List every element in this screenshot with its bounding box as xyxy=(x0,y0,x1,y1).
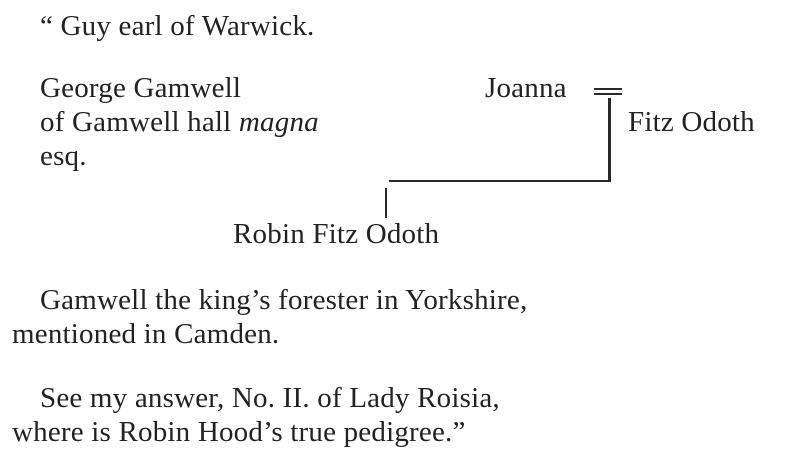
descent-line-horizontal xyxy=(389,180,609,182)
marriage-line-bottom xyxy=(594,93,622,95)
descent-line-child xyxy=(385,188,387,218)
george-line3: esq. xyxy=(40,140,87,172)
marriage-line-top xyxy=(594,88,622,90)
para2-line1: See my answer, No. II. of Lady Roisia, xyxy=(40,382,500,414)
italic-magna: magna xyxy=(238,106,319,138)
george-line1: George Gamwell xyxy=(40,72,242,104)
fitz-odoth-label: Fitz Odoth xyxy=(628,106,755,138)
robin-fitz-odoth-label: Robin Fitz Odoth xyxy=(233,218,440,250)
descent-line-vertical xyxy=(608,98,611,182)
george-line2-text: of Gamwell hall xyxy=(40,106,239,138)
para2-line2: where is Robin Hood’s true pedigree.” xyxy=(12,416,466,448)
quote-line-guy: “ Guy earl of Warwick. xyxy=(40,10,315,42)
para1-line1: Gamwell the king’s forester in Yorkshire… xyxy=(40,284,528,316)
joanna-label: Joanna xyxy=(485,72,567,104)
para1-line2: mentioned in Camden. xyxy=(12,318,280,350)
george-line2: of Gamwell hall magna xyxy=(40,106,319,139)
